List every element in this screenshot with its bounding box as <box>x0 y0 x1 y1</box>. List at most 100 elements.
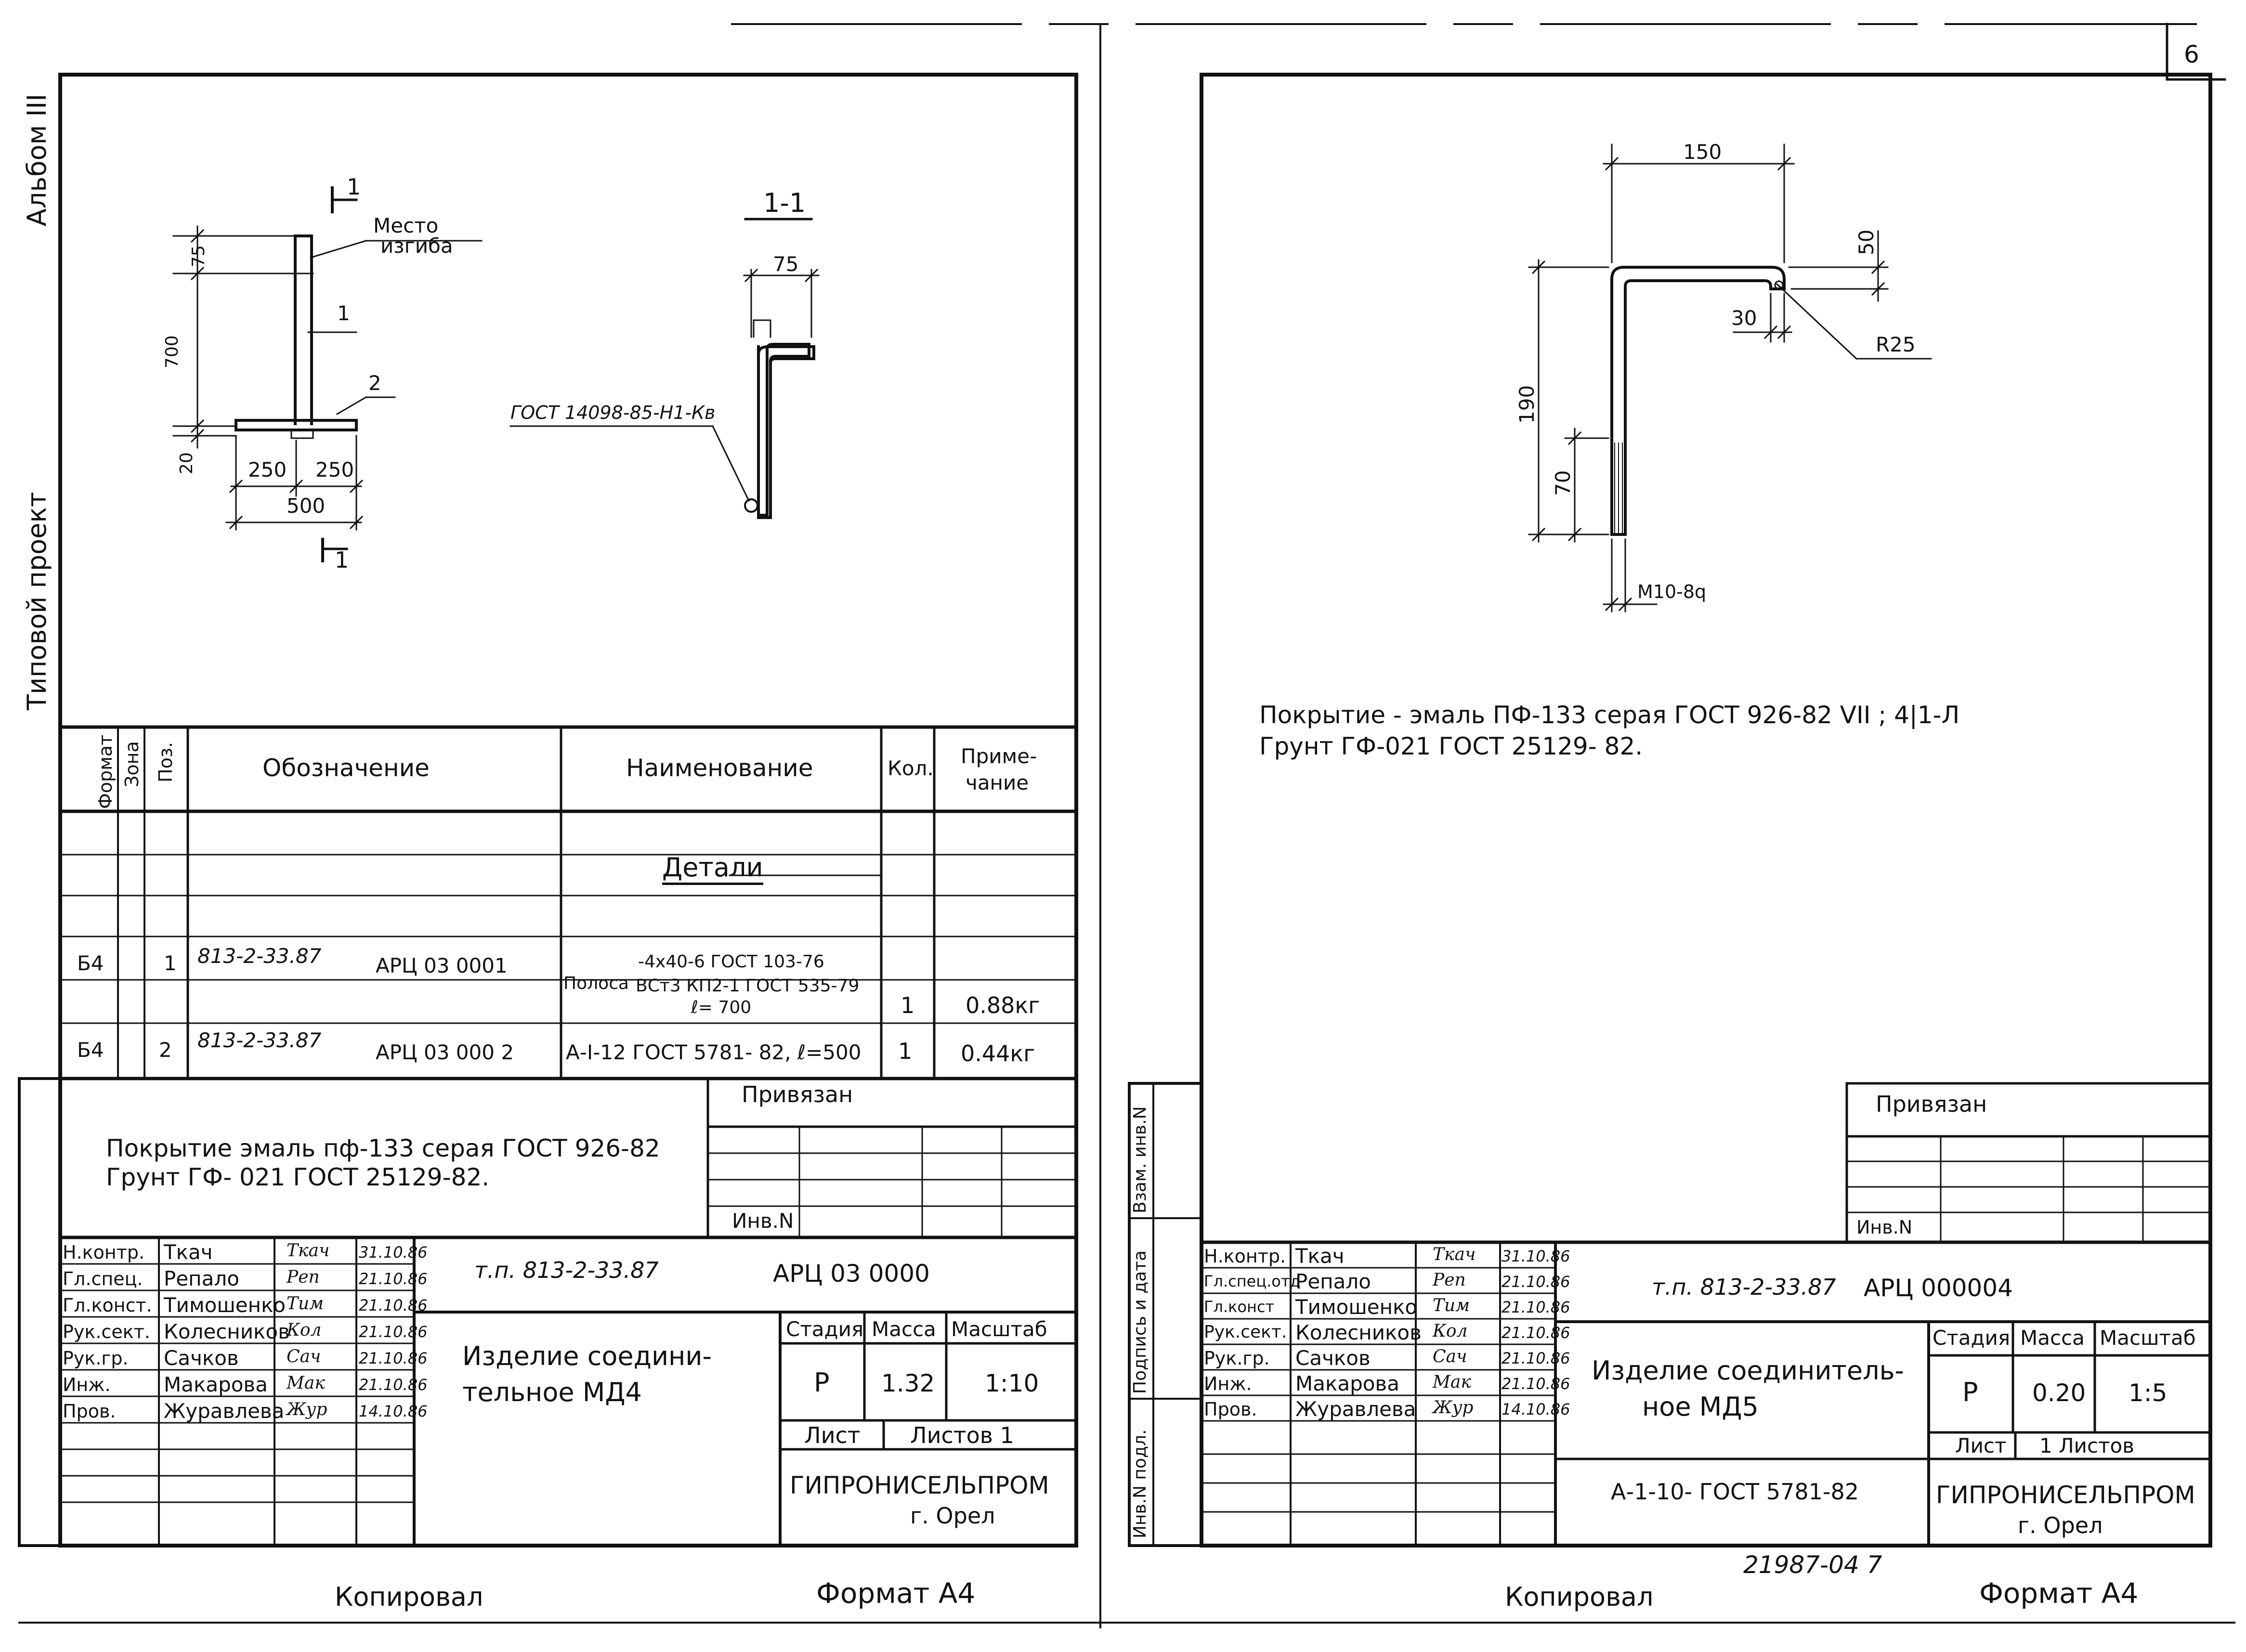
right-staff-role: Пров. <box>1204 1399 1257 1420</box>
pos-2-label: 2 <box>368 371 381 395</box>
row2-format: Б4 <box>77 1038 104 1062</box>
right-staff-role: Н.контр. <box>1204 1246 1286 1267</box>
dim-20: 20 <box>177 452 196 474</box>
left-staff-signature: Тим <box>287 1294 324 1314</box>
left-staff-role: Н.контр. <box>63 1242 145 1263</box>
left-scale: 1:10 <box>985 1369 1039 1397</box>
row1-designation-a: 813-2-33.87 <box>197 944 322 968</box>
row2-designation-b: АРЦ 03 000 2 <box>376 1041 514 1064</box>
right-staff-signature: Жур <box>1433 1398 1474 1418</box>
right-doc-number: 21987-04 7 <box>1743 1551 1882 1579</box>
binding-sign-label: Подпись и дата <box>1130 1250 1150 1394</box>
right-coating-line-2: Грунт ГФ-021 ГОСТ 25129- 82. <box>1259 732 1643 760</box>
right-title-line-2: ное МД5 <box>1642 1392 1759 1422</box>
row1-name-mid: ВСт3 КП2-1 ГОСТ 535-79 <box>636 976 860 996</box>
spec-header-note-1: Приме- <box>961 744 1037 768</box>
dim-30: 30 <box>1731 306 1757 330</box>
spec-section-details: Детали <box>662 855 763 885</box>
left-staff-name: Колесников <box>164 1320 290 1343</box>
right-coating-line-1: Покрытие - эмаль ПФ-133 серая ГОСТ 926-8… <box>1259 701 1960 729</box>
left-doc-code-a: т.п. 813-2-33.87 <box>474 1257 659 1283</box>
right-mass-label: Масса <box>2020 1326 2085 1350</box>
spec-header-zone: Зона <box>121 741 143 787</box>
right-material: А-1-10- ГОСТ 5781-82 <box>1611 1479 1859 1505</box>
right-scale-label: Масштаб <box>2100 1326 2196 1350</box>
left-staff-signature: Кол <box>287 1320 322 1340</box>
right-sheet-label: Лист <box>1955 1434 2007 1457</box>
dim-50: 50 <box>1854 229 1878 255</box>
right-staff-date: 14.10.86 <box>1502 1400 1570 1418</box>
left-staff-role: Гл.конст. <box>63 1295 152 1316</box>
left-staff-name: Сачков <box>164 1346 239 1370</box>
right-org-1: ГИПРОНИСЕЛЬПРОМ <box>1936 1481 2195 1509</box>
right-staff-signature: Тим <box>1433 1296 1470 1315</box>
dim-500: 500 <box>287 494 326 518</box>
right-staff-name: Тимошенко <box>1295 1295 1418 1319</box>
spec-header-designation: Обозначение <box>262 754 430 782</box>
dim-250-b: 250 <box>315 458 354 481</box>
right-staff-name: Колесников <box>1295 1321 1422 1344</box>
left-title-line-1: Изделие соедини- <box>462 1341 712 1371</box>
thread-callout: М10-8q <box>1637 581 1707 602</box>
left-coating-line-1: Покрытие эмаль пф-133 серая ГОСТ 926-82 <box>106 1134 660 1162</box>
left-staff-signature: Мак <box>287 1373 325 1393</box>
right-staff-name: Ткач <box>1295 1244 1345 1268</box>
right-stage-label: Стадия <box>1933 1326 2011 1350</box>
left-inv-label: Инв.N <box>732 1209 794 1233</box>
place-label-1: Место <box>373 214 439 237</box>
row1-name-bottom: ℓ= 700 <box>691 998 752 1017</box>
left-sheet-label: Лист <box>804 1422 861 1448</box>
left-staff-role: Рук.гр. <box>63 1348 129 1369</box>
album-label: Альбом III <box>22 93 52 226</box>
row1-qty: 1 <box>901 992 915 1018</box>
dim-75-section: 75 <box>773 252 799 276</box>
place-label-2: изгиба <box>380 234 453 258</box>
project-label: Типовой проект <box>22 492 52 710</box>
row2-qty: 1 <box>898 1038 913 1064</box>
left-org-1: ГИПРОНИСЕЛЬПРОМ <box>790 1471 1049 1499</box>
left-staff-date: 21.10.86 <box>359 1296 428 1314</box>
row1-pos: 1 <box>164 951 177 975</box>
right-staff-date: 21.10.86 <box>1502 1375 1570 1393</box>
left-title-line-2: тельное МД4 <box>462 1377 642 1407</box>
section-mark-bottom: 1 <box>335 547 349 573</box>
right-staff-signature: Ткач <box>1433 1245 1476 1264</box>
right-copied-label: Копировал <box>1505 1582 1654 1612</box>
right-stage: Р <box>1962 1377 1978 1407</box>
left-staff-signature: Сач <box>287 1347 321 1366</box>
right-scale: 1:5 <box>2128 1379 2168 1407</box>
dim-150: 150 <box>1683 140 1722 164</box>
left-mass: 1.32 <box>881 1369 935 1397</box>
left-staff-date: 21.10.86 <box>359 1349 428 1367</box>
right-staff-role: Инж. <box>1204 1373 1252 1394</box>
left-bound-label: Привязан <box>742 1081 853 1107</box>
dim-190: 190 <box>1515 385 1539 424</box>
left-staff-date: 31.10.86 <box>359 1243 428 1262</box>
left-sheets-label: Листов 1 <box>910 1422 1014 1448</box>
dim-250-a: 250 <box>248 458 287 481</box>
right-org-2: г. Орел <box>2018 1512 2103 1538</box>
left-staff-role: Пров. <box>63 1401 116 1422</box>
right-staff-name: Макарова <box>1295 1372 1399 1395</box>
spec-header-format: Формат <box>95 734 116 809</box>
left-staff-role: Рук.сект. <box>63 1321 150 1342</box>
section-title: 1-1 <box>763 188 806 218</box>
spec-header-note-2: чание <box>966 771 1029 794</box>
row2-designation-a: 813-2-33.87 <box>197 1028 322 1052</box>
right-bound-label: Привязан <box>1876 1091 1987 1117</box>
row2-pos: 2 <box>159 1038 172 1062</box>
right-staff-name: Репало <box>1295 1270 1371 1293</box>
row2-note: 0.44кг <box>961 1041 1035 1067</box>
right-staff-role: Гл.конст <box>1204 1298 1275 1316</box>
section-mark-top: 1 <box>347 174 361 200</box>
right-doc-code-b: АРЦ 000004 <box>1864 1274 2013 1302</box>
left-format-label: Формат А4 <box>816 1577 976 1610</box>
binding-inv-label: Инв.N подл. <box>1130 1429 1150 1538</box>
right-staff-date: 21.10.86 <box>1502 1298 1570 1316</box>
right-format-label: Формат А4 <box>1979 1577 2139 1610</box>
left-staff-role: Инж. <box>63 1374 111 1395</box>
left-coating-line-2: Грунт ГФ- 021 ГОСТ 25129-82. <box>106 1163 490 1191</box>
left-staff-role: Гл.спец. <box>63 1268 143 1289</box>
left-mass-label: Масса <box>872 1317 936 1341</box>
